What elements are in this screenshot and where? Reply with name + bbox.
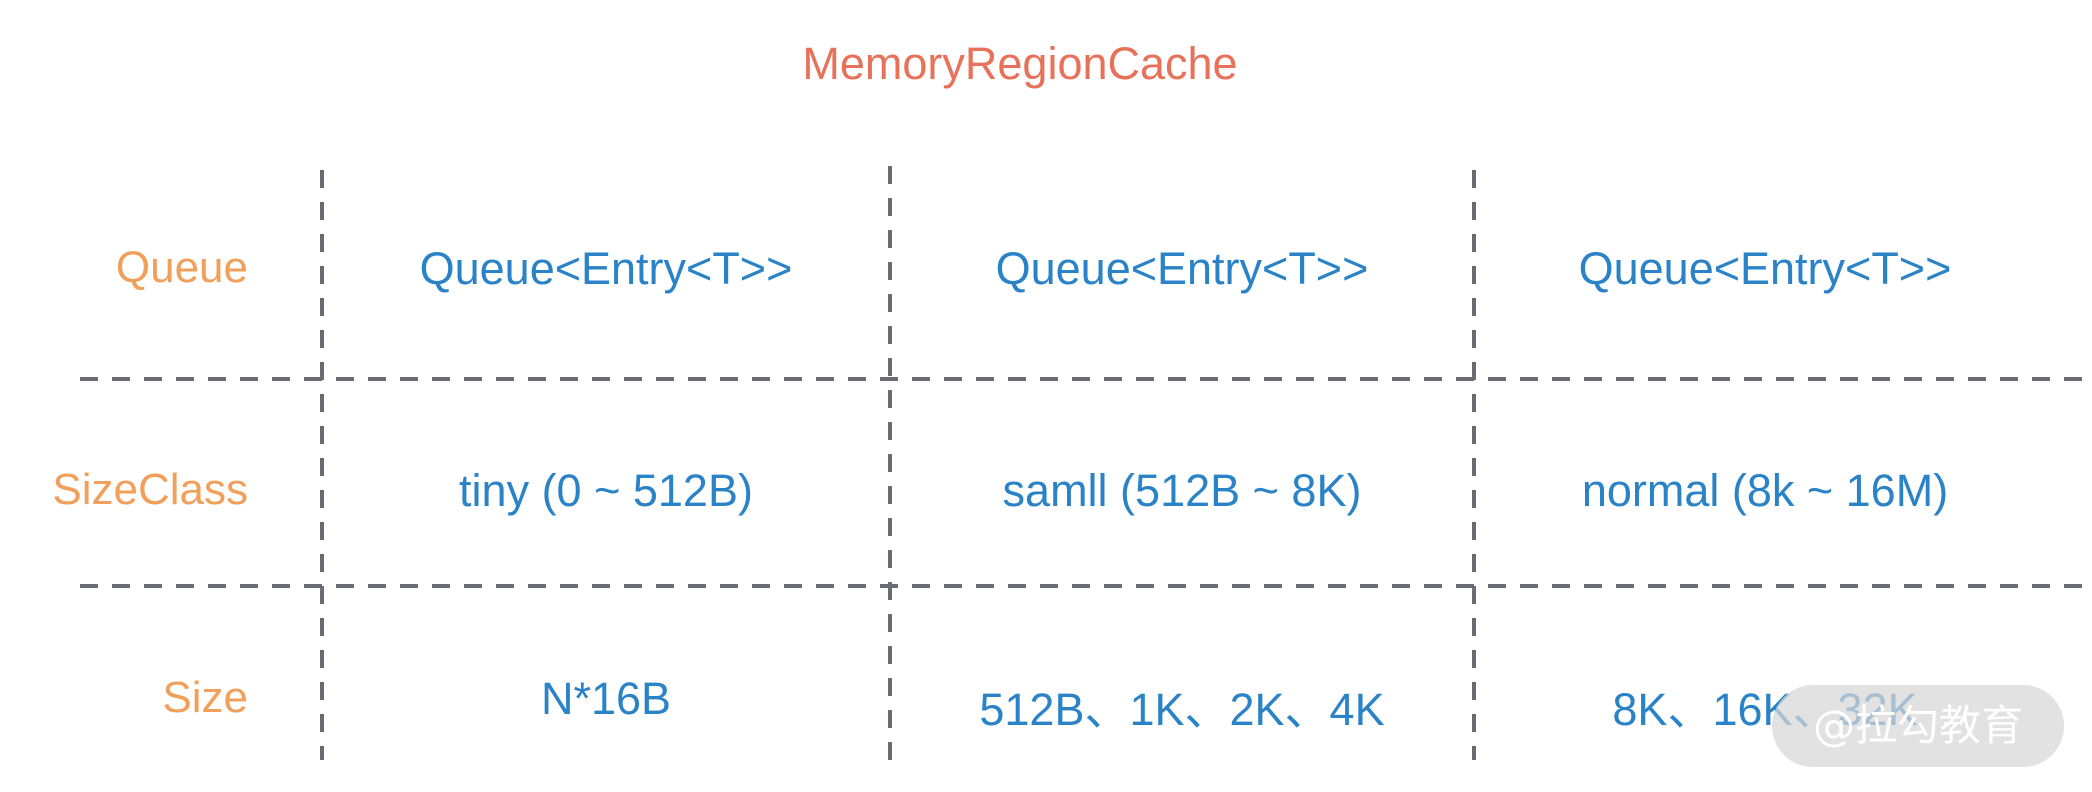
watermark-badge: @拉勾教育 — [1772, 685, 2064, 767]
cell-sizeclass-normal: normal (8k ~ 16M) — [1581, 465, 1949, 516]
cell-size-tiny: N*16B — [540, 673, 672, 724]
cell-queue-col2: Queue<Entry<T>> — [995, 243, 1369, 294]
row-label-queue: Queue — [115, 243, 248, 292]
diagram-title: MemoryRegionCache — [802, 38, 1238, 89]
cell-size-small: 512B、1K、2K、4K — [979, 684, 1385, 735]
row-label-size: Size — [162, 673, 248, 722]
cell-sizeclass-tiny: tiny (0 ~ 512B) — [459, 465, 753, 516]
cell-sizeclass-small: samll (512B ~ 8K) — [1002, 465, 1362, 516]
row-label-sizeclass: SizeClass — [52, 465, 248, 514]
cell-queue-col1: Queue<Entry<T>> — [419, 243, 793, 294]
cell-queue-col3: Queue<Entry<T>> — [1578, 243, 1952, 294]
